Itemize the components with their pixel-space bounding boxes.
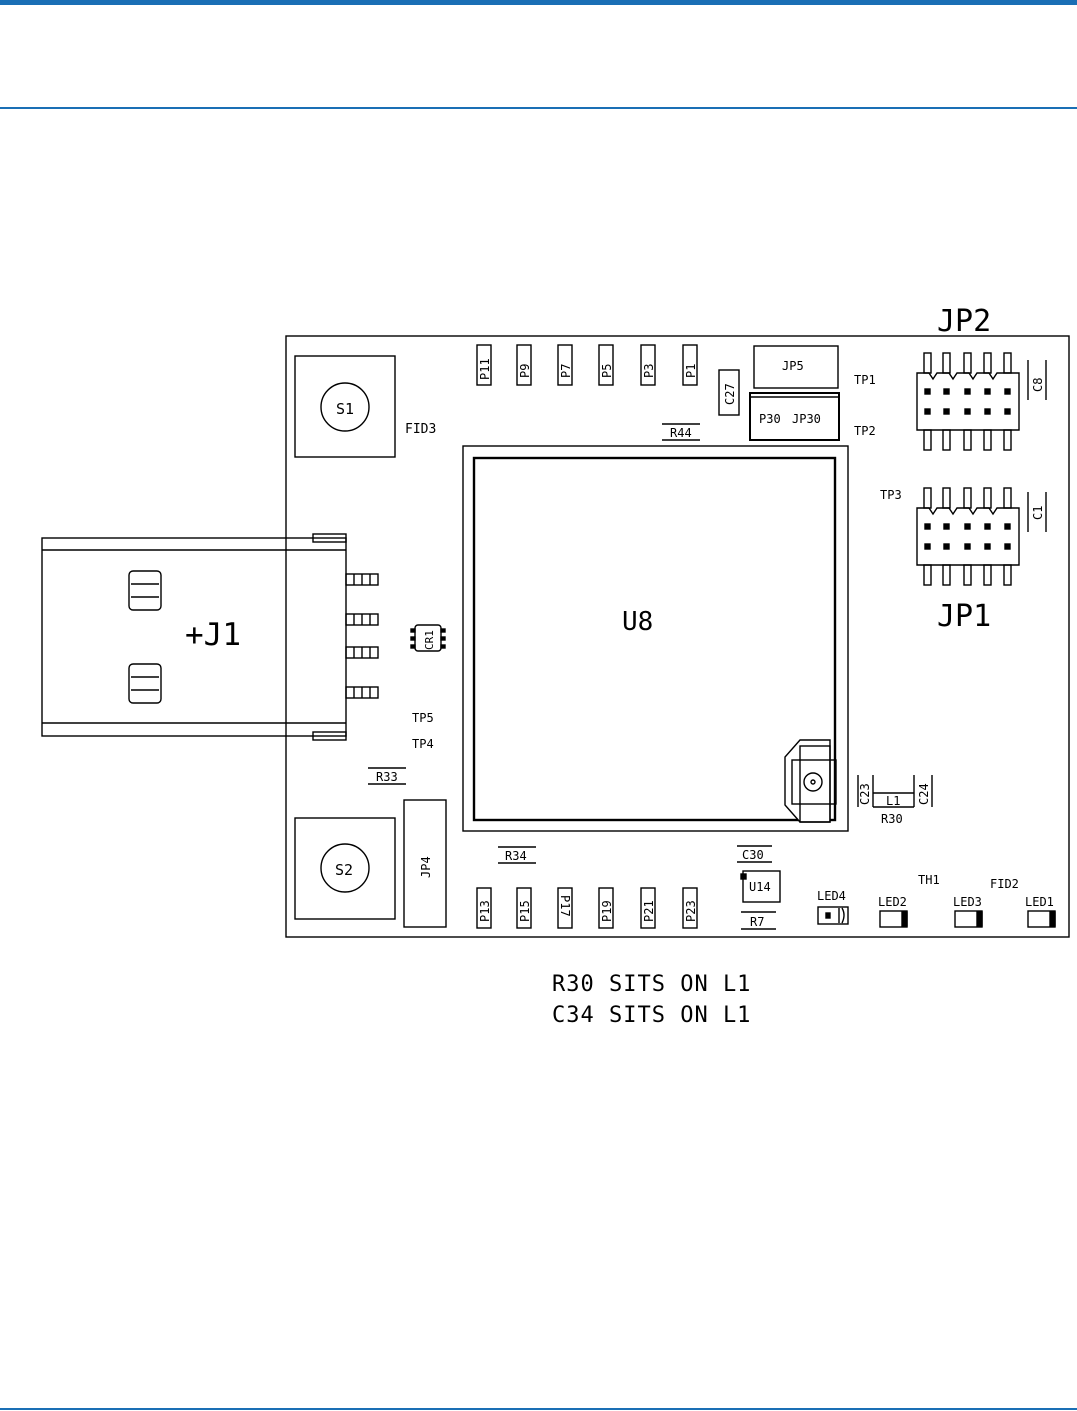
pad-label-p7: P7 xyxy=(559,364,573,378)
c1-label: C1 xyxy=(1031,506,1045,520)
led1 xyxy=(1028,911,1055,927)
l1-label: L1 xyxy=(886,794,900,808)
jp2-label: JP2 xyxy=(937,304,991,339)
c24-label: C24 xyxy=(917,783,931,805)
tp3-label: TP3 xyxy=(880,488,902,502)
th1-label: TH1 xyxy=(918,873,940,887)
tp1-label: TP1 xyxy=(854,373,876,387)
c8-label: C8 xyxy=(1031,378,1045,392)
c23-label: C23 xyxy=(858,783,872,805)
led4-label: LED4 xyxy=(817,889,846,903)
tp2-label: TP2 xyxy=(854,424,876,438)
s2-label: S2 xyxy=(335,861,353,879)
module-u8 xyxy=(463,446,848,831)
jp4-label: JP4 xyxy=(419,856,433,878)
header-jp2 xyxy=(917,353,1046,450)
assembly-note-r30: R30 SITS ON L1 xyxy=(552,972,751,997)
header-jp1 xyxy=(917,488,1046,585)
r33-label: R33 xyxy=(376,770,398,784)
pad-label-p1: P1 xyxy=(684,364,698,378)
assembly-note-c34: C34 SITS ON L1 xyxy=(552,1003,751,1028)
pad-label-p15: P15 xyxy=(518,900,532,922)
pad-label-p3: P3 xyxy=(642,364,656,378)
cr1-label: CR1 xyxy=(423,630,436,650)
jp5-label: JP5 xyxy=(782,359,804,373)
pad-label-p11: P11 xyxy=(478,358,492,380)
pad-label-p9: P9 xyxy=(518,364,532,378)
top-pads xyxy=(477,345,697,385)
p30-label: P30 xyxy=(759,412,781,426)
bottom-pads xyxy=(477,888,697,928)
led3 xyxy=(955,911,982,927)
r44-label: R44 xyxy=(670,426,692,440)
led1-label: LED1 xyxy=(1025,895,1054,909)
tp4-label: TP4 xyxy=(412,737,434,751)
led2 xyxy=(880,911,907,927)
jp1-label: JP1 xyxy=(937,599,991,634)
pad-label-p21: P21 xyxy=(642,900,656,922)
led3-label: LED3 xyxy=(953,895,982,909)
jp30-label: JP30 xyxy=(792,412,821,426)
u14-label: U14 xyxy=(749,880,771,894)
j1-label: +J1 xyxy=(185,617,241,653)
pad-label-p19: P19 xyxy=(600,900,614,922)
led4 xyxy=(818,907,848,924)
r30-label: R30 xyxy=(881,812,903,826)
led2-label: LED2 xyxy=(878,895,907,909)
pad-label-p5: P5 xyxy=(600,364,614,378)
pad-label-p13: P13 xyxy=(478,900,492,922)
r34-label: R34 xyxy=(505,849,527,863)
usb-pins xyxy=(346,574,378,698)
r7-label: R7 xyxy=(750,915,764,929)
pad-label-p17: P17 xyxy=(558,895,572,917)
fid2-label: FID2 xyxy=(990,877,1019,891)
s1-label: S1 xyxy=(336,400,354,418)
fid3-label: FID3 xyxy=(405,422,436,437)
c27-label: C27 xyxy=(723,383,737,405)
u8-label: U8 xyxy=(622,607,653,637)
c30-label: C30 xyxy=(742,848,764,862)
pad-label-p23: P23 xyxy=(684,900,698,922)
tp5-label: TP5 xyxy=(412,711,434,725)
